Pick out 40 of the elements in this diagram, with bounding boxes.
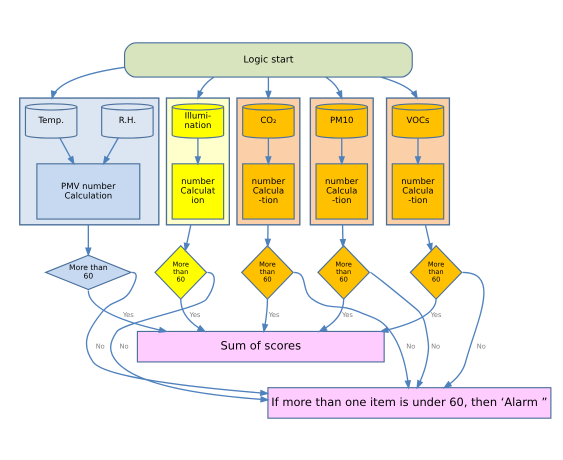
node-box: number Calculat ion <box>172 162 224 220</box>
arrow <box>325 76 343 100</box>
arrow <box>338 138 346 166</box>
arrow <box>379 298 437 332</box>
node-box: number Calcula -tion <box>392 162 444 220</box>
arrow <box>184 224 192 252</box>
cluster <box>310 96 374 225</box>
arrow <box>264 224 272 248</box>
arrow <box>340 224 346 248</box>
arrow <box>59 137 75 165</box>
arrow <box>197 76 214 100</box>
arrow <box>262 298 268 333</box>
cluster <box>19 96 160 225</box>
cluster <box>166 96 230 225</box>
arrow <box>380 76 418 100</box>
arrow <box>88 290 168 333</box>
arrow <box>318 298 344 332</box>
arrow <box>86 271 270 396</box>
arrow <box>424 224 433 252</box>
arrow <box>180 298 206 332</box>
arrow <box>265 138 272 166</box>
arrow <box>294 271 411 390</box>
node-box: PMV number Calculation <box>36 162 140 220</box>
arrow <box>414 138 422 166</box>
node-box: number Calcula -tion <box>315 162 368 220</box>
arrow <box>442 271 484 388</box>
arrow <box>265 76 272 100</box>
cluster <box>236 96 300 225</box>
node-box: Logic start <box>124 42 413 78</box>
arrow <box>102 137 119 165</box>
node-diamond: More than 60 <box>44 254 133 290</box>
arrow <box>85 224 92 256</box>
cluster <box>386 96 450 225</box>
node-box: If more than one item is under 60, then ‘Alarm ” <box>267 386 552 418</box>
node-box: number Calcula -tion <box>242 162 295 220</box>
arrow <box>110 271 270 402</box>
arrow <box>370 271 430 389</box>
node-box: Sum of scores <box>136 330 385 362</box>
arrow <box>194 138 202 166</box>
arrow <box>50 66 125 100</box>
